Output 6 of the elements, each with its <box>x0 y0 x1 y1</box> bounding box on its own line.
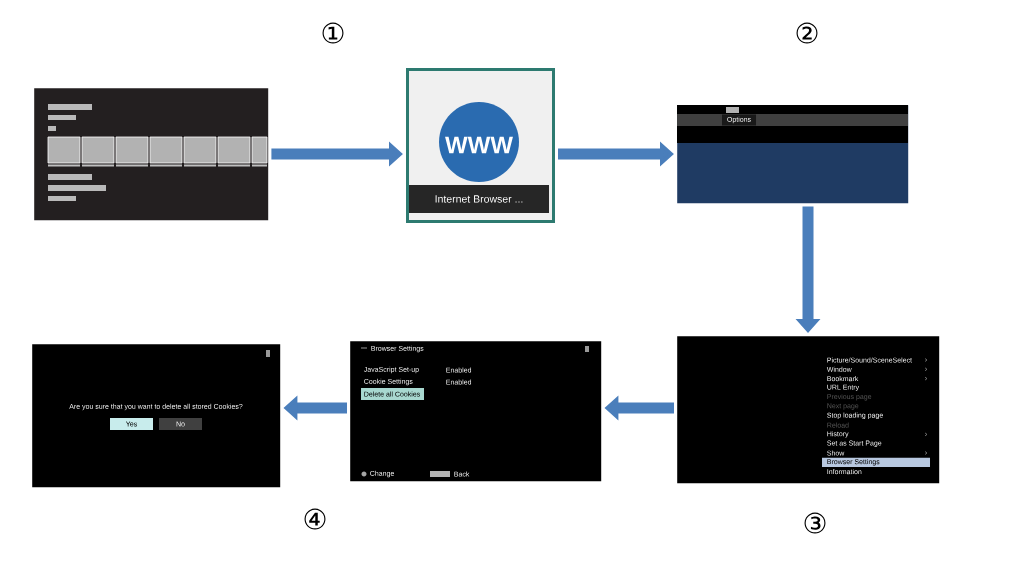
app-title: Internet Browser ... <box>435 195 523 203</box>
step-number: ② <box>796 22 818 44</box>
globe-text: WWW <box>445 136 513 154</box>
step-number: ③ <box>804 512 826 534</box>
step-number: ④ <box>304 508 326 530</box>
step-number: ① <box>322 22 344 44</box>
